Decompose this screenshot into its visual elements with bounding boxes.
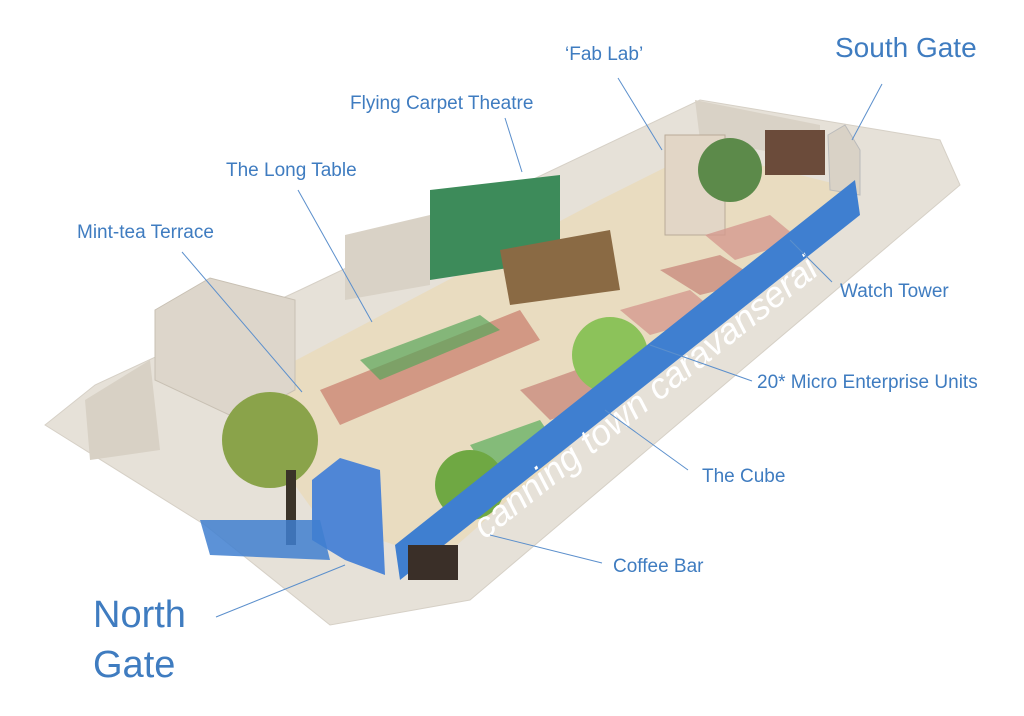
label-south-gate: South Gate bbox=[835, 32, 977, 63]
label-flying-carpet-theatre: Flying Carpet Theatre bbox=[350, 93, 534, 114]
label-fab-lab: ‘Fab Lab’ bbox=[565, 44, 644, 65]
long-table-canopies bbox=[320, 310, 540, 425]
leader-lines bbox=[181, 77, 883, 618]
label-mint-tea-terrace: Mint-tea Terrace bbox=[77, 222, 214, 243]
label-north-gate-line1: North bbox=[93, 594, 186, 636]
north-gate-model bbox=[312, 458, 385, 575]
label-the-cube: The Cube bbox=[702, 466, 786, 487]
south-gate-model bbox=[827, 124, 861, 196]
flying-carpet-theatre bbox=[430, 175, 620, 305]
label-watch-tower: Watch Tower bbox=[840, 281, 949, 302]
label-north-gate: North Gate bbox=[93, 590, 186, 690]
fab-lab-and-watch-tower bbox=[664, 130, 825, 236]
surrounding-buildings bbox=[85, 100, 820, 460]
label-long-table: The Long Table bbox=[226, 160, 357, 181]
label-coffee-bar: Coffee Bar bbox=[613, 556, 704, 577]
label-micro-enterprise-units: 20* Micro Enterprise Units bbox=[757, 372, 978, 393]
label-north-gate-line2: Gate bbox=[93, 644, 176, 686]
